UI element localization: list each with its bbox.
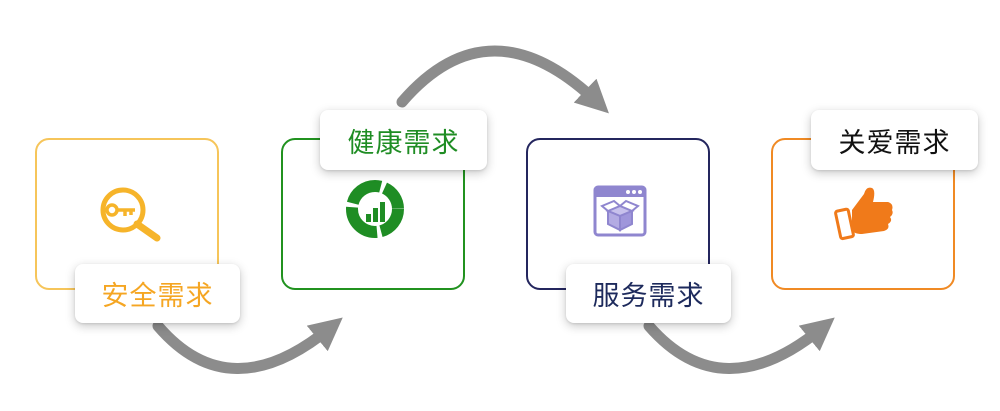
thumbs-up-icon	[834, 187, 893, 241]
key-magnifier-icon	[100, 187, 161, 242]
step-label-health: 健康需求	[320, 110, 487, 170]
health-chart-icon	[346, 180, 404, 238]
arrow-service-to-care	[643, 317, 835, 374]
step-label-care: 关爱需求	[811, 110, 978, 170]
arrow-health-to-service	[396, 45, 609, 114]
step-label-safety: 安全需求	[75, 264, 240, 323]
arrow-safety-to-health	[152, 317, 343, 374]
step-label-service: 服务需求	[566, 264, 731, 323]
service-box-window-icon	[593, 185, 647, 237]
